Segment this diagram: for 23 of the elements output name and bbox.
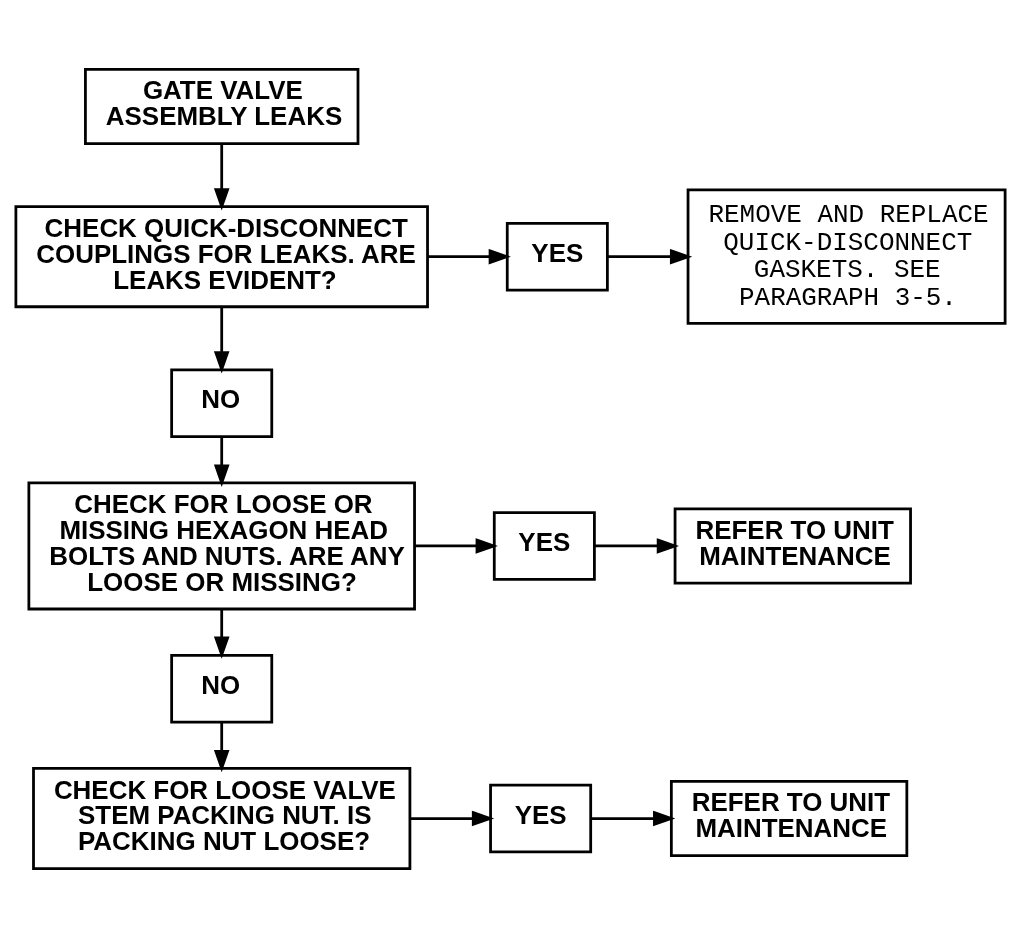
node-box: NO xyxy=(170,368,274,438)
arrow xyxy=(213,143,230,211)
node-box: YES xyxy=(489,783,593,854)
node-box: REFER TO UNIT MAINTENANCE xyxy=(673,507,912,585)
node-box: CHECK FOR LOOSE VALVE STEM PACKING NUT. IS PACKING NUT LOOSE? xyxy=(32,767,412,870)
node-box: YES xyxy=(505,221,609,292)
arrow xyxy=(213,722,230,773)
node-box: CHECK FOR LOOSE OR MISSING HEXAGON HEAD BOLTS AND NUTS. ARE ANY LOOSE OR MISSING? xyxy=(27,481,416,611)
node-box: REMOVE AND REPLACE QUICK-DISCONNECT GASKETS. SEE PARAGRAPH 3-5. xyxy=(686,188,1007,325)
node-box: GATE VALVE ASSEMBLY LEAKS xyxy=(84,68,360,145)
arrow xyxy=(594,538,680,554)
arrow xyxy=(427,248,511,265)
arrow xyxy=(607,248,693,265)
node-box: YES xyxy=(492,511,596,581)
arrow xyxy=(213,307,230,374)
node-box: CHECK QUICK-DISCONNECT COUPLINGS FOR LEAKS. ARE LEAKS EVIDENT? xyxy=(14,205,429,309)
arrow xyxy=(213,609,230,659)
node-box: NO xyxy=(170,653,274,724)
arrow xyxy=(590,810,676,827)
arrow xyxy=(410,810,495,827)
node-box: REFER TO UNIT MAINTENANCE xyxy=(669,780,909,857)
arrow xyxy=(414,538,498,554)
arrow xyxy=(213,437,230,487)
